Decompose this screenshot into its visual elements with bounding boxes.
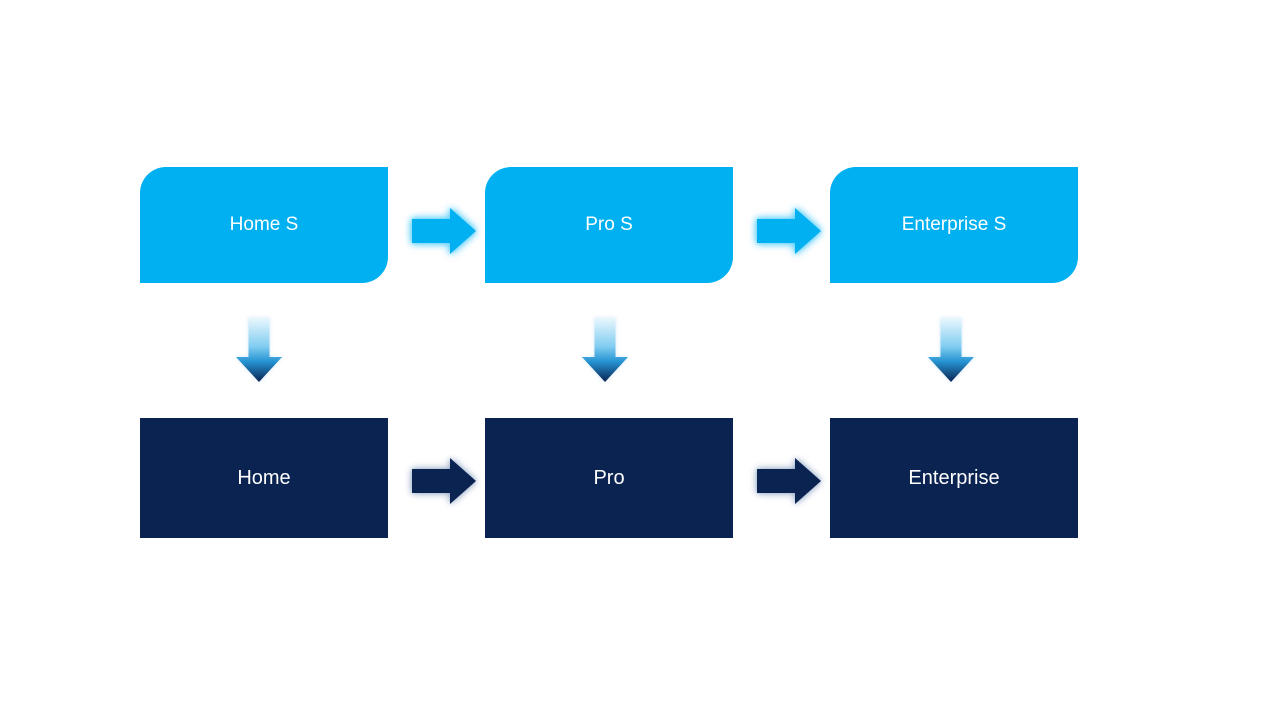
node-home: Home [140,418,388,538]
down-arrow-icon-enterprise-s-to-enterprise [928,318,974,382]
node-enterprise: Enterprise [830,418,1078,538]
right-arrow-icon-home-s-to-pro-s [412,208,476,254]
node-enterprise-s-label: Enterprise S [901,214,1007,235]
down-arrow-icon-home-s-to-home [236,318,282,382]
node-pro: Pro [485,418,733,538]
node-home-s-label: Home S [229,214,299,235]
down-arrow-icon-pro-s-to-pro [582,318,628,382]
node-pro-s-label: Pro S [585,214,633,235]
node-enterprise-s: Enterprise S [830,167,1078,283]
right-arrow-icon-pro-s-to-enterprise-s [757,208,821,254]
node-home-label: Home [237,466,291,489]
node-enterprise-label: Enterprise [908,466,1000,489]
node-pro-label: Pro [593,466,625,489]
node-home-s: Home S [140,167,388,283]
right-arrow-icon-pro-to-enterprise [757,458,821,504]
node-pro-s: Pro S [485,167,733,283]
right-arrow-icon-home-to-pro [412,458,476,504]
